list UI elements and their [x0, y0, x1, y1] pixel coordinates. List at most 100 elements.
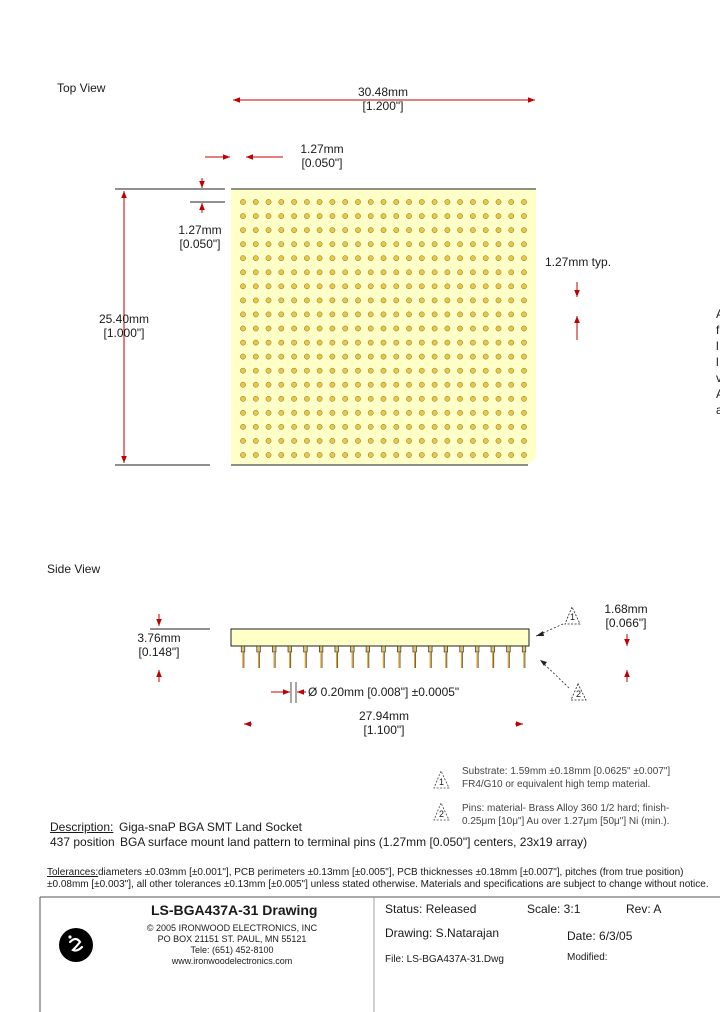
- bga-pad: [431, 297, 438, 304]
- bga-pad: [418, 297, 425, 304]
- bga-pad: [393, 269, 400, 276]
- bga-pad: [265, 438, 272, 444]
- bga-pad: [367, 297, 374, 304]
- bga-pad: [482, 395, 489, 402]
- bga-pad: [495, 199, 502, 205]
- bga-pad: [508, 297, 515, 304]
- bga-pad: [393, 199, 400, 205]
- bga-pad: [418, 241, 425, 248]
- bga-pad: [393, 353, 400, 360]
- bga-pad: [355, 395, 361, 402]
- side-view-title: Side View: [47, 562, 101, 576]
- pin-head: [240, 645, 246, 653]
- bga-pad: [406, 353, 412, 360]
- status-label: Status: Released: [385, 902, 477, 916]
- bga-pad: [329, 297, 336, 304]
- bga-pad: [495, 283, 502, 290]
- bga-pad: [240, 213, 246, 219]
- bga-pad: [265, 367, 272, 374]
- bga-pad: [508, 283, 515, 290]
- bga-pad: [291, 325, 297, 332]
- bga-pad: [457, 395, 463, 402]
- bga-pad: [406, 424, 412, 430]
- bga-pad: [252, 297, 259, 304]
- bga-pad: [316, 395, 323, 402]
- bga-pad: [393, 213, 400, 219]
- bga-pad: [444, 269, 451, 276]
- bga-pad: [521, 339, 527, 346]
- bga-pad: [495, 227, 502, 233]
- bga-pad: [495, 381, 502, 388]
- bga-pad: [304, 241, 310, 248]
- bga-pad: [291, 339, 297, 346]
- bga-pad: [252, 227, 259, 233]
- bga-pad: [393, 424, 400, 430]
- bga-pad: [265, 297, 272, 304]
- bga-pad: [240, 438, 246, 444]
- bga-pad: [470, 395, 476, 402]
- bga-pad: [342, 227, 349, 233]
- bga-pad: [444, 311, 451, 318]
- drawing-title: LS-BGA437A-31 Drawing: [151, 902, 318, 918]
- bga-pad: [355, 367, 361, 374]
- bga-pad: [482, 381, 489, 388]
- bga-pad: [418, 353, 425, 360]
- bga-pad: [444, 395, 451, 402]
- bga-pad: [457, 213, 463, 219]
- bga-pad: [470, 353, 476, 360]
- bga-pad: [521, 438, 527, 444]
- bga-pad: [380, 213, 387, 219]
- bga-pad: [342, 283, 349, 290]
- bga-pad: [470, 269, 476, 276]
- bga-pad: [304, 353, 310, 360]
- website-link[interactable]: www.ironwoodelectronics.com: [171, 956, 293, 966]
- bga-pad: [240, 283, 246, 290]
- bga-pad: [291, 438, 297, 444]
- bga-pad: [304, 339, 310, 346]
- bga-pad: [265, 213, 272, 219]
- pin-head: [365, 645, 371, 653]
- side-height-mm-label: 3.76mm: [137, 631, 181, 645]
- description-line2-prefix: 437 position: [50, 835, 115, 849]
- bga-pad: [470, 325, 476, 332]
- bga-pad: [495, 255, 502, 262]
- bga-pad: [418, 199, 425, 205]
- note2-line2: 0.25μm [10μ"] Au over 1.27μm [50μ"] Ni (…: [462, 816, 670, 827]
- bga-pad: [265, 339, 272, 346]
- bga-pad: [304, 213, 310, 219]
- tolerances-line2: ±0.08mm [±0.003"], all other tolerances …: [47, 879, 709, 890]
- bga-pad: [406, 325, 412, 332]
- bga-pad: [393, 381, 400, 388]
- pitch-h-in-label: [0.050"]: [301, 156, 343, 170]
- ironwood-logo-icon: [59, 928, 93, 962]
- bga-pad: [393, 227, 400, 233]
- bga-pad: [521, 367, 527, 374]
- bga-pad: [431, 255, 438, 262]
- bga-pad: [304, 409, 310, 416]
- bga-pad: [457, 297, 463, 304]
- bga-pad: [418, 325, 425, 332]
- bga-pad: [316, 353, 323, 360]
- bga-pad: [316, 311, 323, 318]
- bga-pad: [418, 269, 425, 276]
- bga-pad: [495, 213, 502, 219]
- bga-pad: [470, 381, 476, 388]
- bga-pad: [291, 409, 297, 416]
- bga-pad: [329, 438, 336, 444]
- bga-pad: [304, 381, 310, 388]
- bga-pad: [418, 395, 425, 402]
- bga-pad: [240, 395, 246, 402]
- bga-pad: [265, 269, 272, 276]
- bga-pad: [380, 339, 387, 346]
- bga-pad: [482, 255, 489, 262]
- bga-pad: [457, 353, 463, 360]
- bga-pad: [418, 424, 425, 430]
- bga-pad: [380, 395, 387, 402]
- tolerances-line1: diameters ±0.03mm [±0.001"], PCB perimet…: [98, 867, 684, 878]
- side-view-substrate: [230, 628, 530, 647]
- bga-pad: [329, 311, 336, 318]
- bga-pad: [431, 241, 438, 248]
- note1-triangle: [433, 770, 450, 789]
- bga-pad: [240, 241, 246, 248]
- bga-pad: [265, 255, 272, 262]
